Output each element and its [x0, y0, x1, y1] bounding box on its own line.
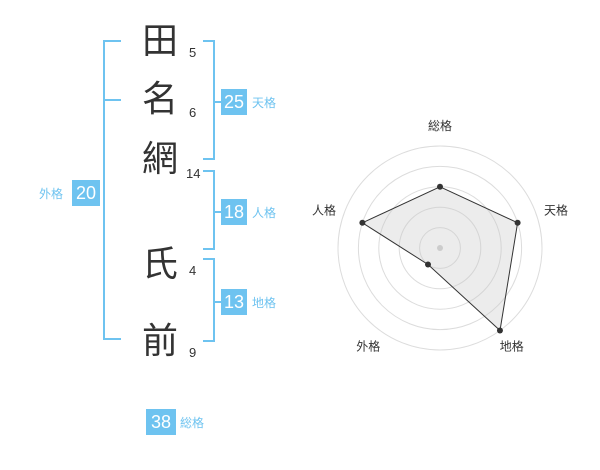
kanji-char-4: 氏: [141, 244, 178, 285]
tenkaku-label: 天格: [252, 96, 277, 110]
radar-point-3: [425, 261, 432, 268]
stroke-count-5: 9: [189, 345, 197, 360]
chikaku-value: 13: [221, 289, 247, 315]
soukaku-label: 総格: [180, 416, 205, 430]
stroke-count-3: 14: [186, 166, 201, 181]
radar-axis-label-2: 地格: [500, 339, 524, 354]
jinkaku-label: 人格: [252, 206, 277, 220]
tenkaku-value: 25: [221, 89, 247, 115]
radar-point-0: [437, 183, 443, 190]
kanji-char-1: 田: [141, 21, 178, 62]
gaikaku-label: 外格: [39, 187, 64, 201]
kanji-char-5: 前: [141, 321, 178, 362]
radar-axis-label-0: 総格: [428, 118, 452, 133]
radar-data-polygon: [361, 186, 519, 332]
jinkaku-value: 18: [221, 199, 247, 225]
radar-point-2: [496, 327, 503, 334]
stroke-count-4: 4: [189, 263, 197, 278]
radar-point-4: [359, 219, 366, 226]
radar-center-dot: [437, 245, 443, 251]
radar-axis-label-3: 外格: [356, 339, 380, 354]
soukaku-value: 38: [146, 409, 176, 435]
radar-point-1: [514, 219, 521, 226]
stroke-count-2: 6: [189, 105, 197, 120]
radar-axis-label-4: 人格: [312, 202, 336, 217]
kanji-char-3: 網: [141, 139, 178, 180]
radar-axis-label-1: 天格: [544, 202, 568, 217]
chikaku-label: 地格: [252, 296, 277, 310]
kanji-char-2: 名: [141, 79, 178, 120]
stroke-count-1: 5: [189, 45, 197, 60]
gaikaku-value: 20: [72, 180, 100, 206]
